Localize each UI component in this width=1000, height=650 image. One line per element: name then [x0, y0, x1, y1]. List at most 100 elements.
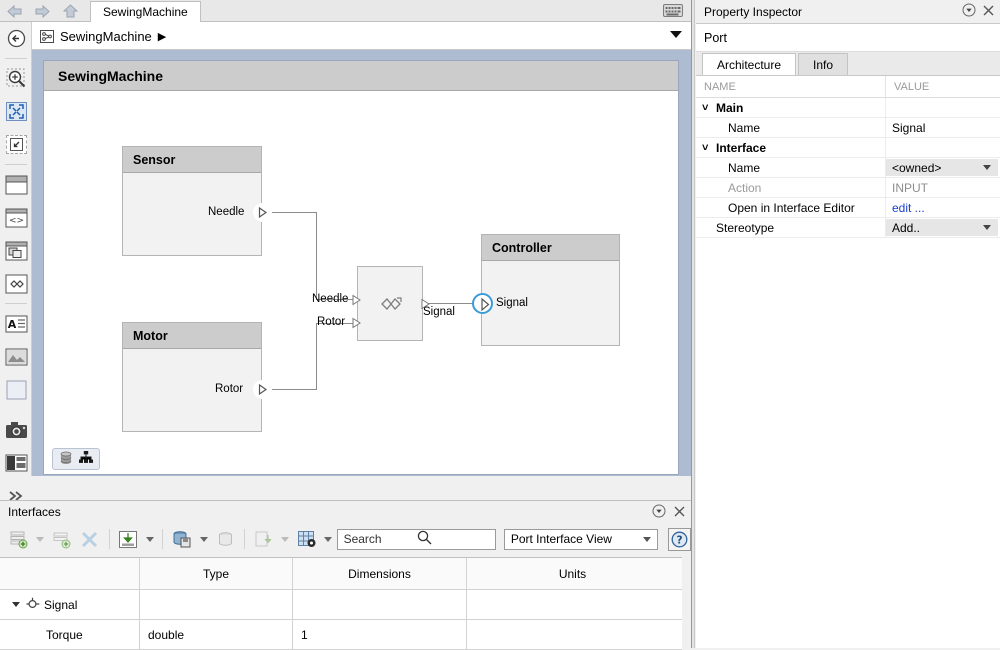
close-icon[interactable]	[674, 506, 685, 520]
property-row-main-name[interactable]: Name Signal	[696, 118, 1000, 138]
interfaces-table: Type Dimensions Units Signal	[0, 557, 682, 650]
port-needle-out[interactable]	[253, 203, 272, 222]
close-icon[interactable]	[983, 5, 994, 19]
component-icon[interactable]	[0, 168, 32, 201]
row-units-cell[interactable]	[467, 590, 678, 619]
property-value[interactable]: Signal	[892, 120, 926, 135]
add-interface-icon[interactable]	[6, 527, 32, 551]
variant-component-icon[interactable]	[0, 234, 32, 267]
port-interface-view-select[interactable]: Port Interface View	[503, 528, 659, 550]
tab-architecture[interactable]: Architecture	[702, 53, 797, 75]
search-icon[interactable]	[417, 530, 491, 548]
fit-to-view-icon[interactable]	[0, 95, 32, 128]
import-icon[interactable]	[116, 527, 142, 551]
property-inspector-subject: Port	[696, 24, 1000, 52]
panel-options-icon[interactable]	[962, 3, 976, 20]
row-type-cell[interactable]	[140, 590, 293, 619]
back-arrow-icon[interactable]	[4, 2, 24, 20]
chevron-down-icon[interactable]	[670, 31, 682, 38]
up-arrow-icon[interactable]	[60, 2, 80, 20]
stereotype-select[interactable]: Add..	[886, 219, 998, 236]
reference-component-icon[interactable]: <>	[0, 201, 32, 234]
assign-caret-icon[interactable]	[279, 527, 292, 551]
image-icon[interactable]	[0, 340, 32, 373]
view-select-value: Port Interface View	[510, 532, 612, 546]
column-header-dimensions[interactable]: Dimensions	[293, 558, 467, 589]
adapter-port-needle-in[interactable]	[350, 293, 364, 307]
edit-link[interactable]: edit ...	[892, 200, 925, 215]
adapter-input-label-rotor: Rotor	[317, 316, 346, 328]
chevron-down-icon[interactable]: ˅	[702, 141, 709, 154]
group-label: Main	[716, 100, 744, 115]
tab-info[interactable]: Info	[798, 53, 849, 75]
canvas-status-badge	[52, 448, 100, 470]
adapter-icon[interactable]	[0, 267, 32, 300]
zoom-region-icon[interactable]	[0, 128, 32, 161]
table-row[interactable]: Torque double 1	[0, 620, 682, 650]
help-button[interactable]: ?	[668, 527, 691, 551]
block-controller[interactable]: Controller	[481, 234, 620, 346]
column-header-units[interactable]: Units	[558, 566, 587, 581]
property-row-stereotype[interactable]: Stereotype Add..	[696, 218, 1000, 238]
adapter-port-signal-out[interactable]	[419, 297, 433, 311]
breadcrumb-item-sewingmachine[interactable]: SewingMachine ▶	[40, 22, 166, 50]
interfaces-toolbar: Search Port Interface View ?	[0, 525, 691, 553]
block-motor[interactable]: Motor	[122, 322, 262, 432]
column-header-name: NAME	[696, 76, 886, 97]
port-label-controller-signal: Signal	[496, 297, 528, 309]
save-icon[interactable]	[169, 527, 195, 551]
column-header-type[interactable]: Type	[140, 558, 293, 589]
link-icon[interactable]	[212, 527, 238, 551]
column-header-name	[0, 558, 140, 589]
port-controller-signal-in[interactable]	[472, 293, 493, 314]
row-name-cell[interactable]: Torque	[0, 620, 140, 649]
table-row[interactable]: Signal	[0, 590, 682, 620]
canvas-viewport[interactable]: SewingMachine Sensor Needle	[32, 50, 691, 476]
panel-header-buttons	[652, 504, 685, 521]
adapter-output-label-signal: Signal	[423, 306, 455, 318]
forward-arrow-icon[interactable]	[32, 2, 52, 20]
property-group-main[interactable]: ˅ Main	[696, 98, 1000, 118]
area-icon[interactable]	[0, 373, 32, 406]
property-row-open-interface-editor[interactable]: Open in Interface Editor edit ...	[696, 198, 1000, 218]
row-type-cell[interactable]: double	[140, 620, 293, 649]
hierarchy-icon[interactable]	[79, 451, 93, 467]
property-group-interface[interactable]: ˅ Interface	[696, 138, 1000, 158]
keyboard-icon[interactable]	[663, 4, 683, 17]
search-input[interactable]: Search	[336, 528, 496, 550]
navigate-back-icon[interactable]	[0, 22, 32, 55]
block-sensor[interactable]: Sensor	[122, 146, 262, 256]
assign-icon[interactable]	[251, 527, 277, 551]
model-data-icon[interactable]	[59, 451, 73, 468]
add-interface-caret-icon[interactable]	[34, 527, 47, 551]
port-rotor-out[interactable]	[253, 380, 272, 399]
property-row-interface-name[interactable]: Name <owned>	[696, 158, 1000, 178]
panel-splitter[interactable]	[691, 0, 695, 648]
chevron-down-icon[interactable]: ˅	[702, 101, 709, 114]
row-name-cell[interactable]: Signal	[0, 590, 140, 619]
more-icon[interactable]	[0, 479, 32, 512]
row-dimensions-cell[interactable]: 1	[293, 620, 467, 649]
block-adapter[interactable]	[357, 266, 423, 341]
import-caret-icon[interactable]	[143, 527, 156, 551]
row-units-cell[interactable]	[467, 620, 678, 649]
adapter-port-rotor-in[interactable]	[350, 316, 364, 330]
zoom-in-icon[interactable]	[0, 62, 32, 95]
add-element-icon[interactable]	[49, 527, 75, 551]
save-caret-icon[interactable]	[197, 527, 210, 551]
interface-name-select[interactable]: <owned>	[886, 159, 998, 176]
view-icon[interactable]	[294, 527, 320, 551]
delete-icon[interactable]	[77, 527, 103, 551]
model-canvas[interactable]: SewingMachine Sensor Needle	[43, 60, 679, 475]
annotation-icon[interactable]: A	[0, 307, 32, 340]
requirements-icon[interactable]	[0, 446, 32, 479]
camera-icon[interactable]	[0, 413, 32, 446]
port-label-needle: Needle	[208, 206, 245, 218]
expand-toggle-icon[interactable]	[10, 602, 22, 607]
svg-text:?: ?	[676, 534, 682, 546]
view-caret-icon[interactable]	[322, 527, 335, 551]
tab-sewingmachine[interactable]: SewingMachine	[90, 1, 201, 22]
row-dimensions-cell[interactable]	[293, 590, 467, 619]
wire-rotor-v	[316, 323, 317, 390]
panel-options-icon[interactable]	[652, 504, 666, 521]
